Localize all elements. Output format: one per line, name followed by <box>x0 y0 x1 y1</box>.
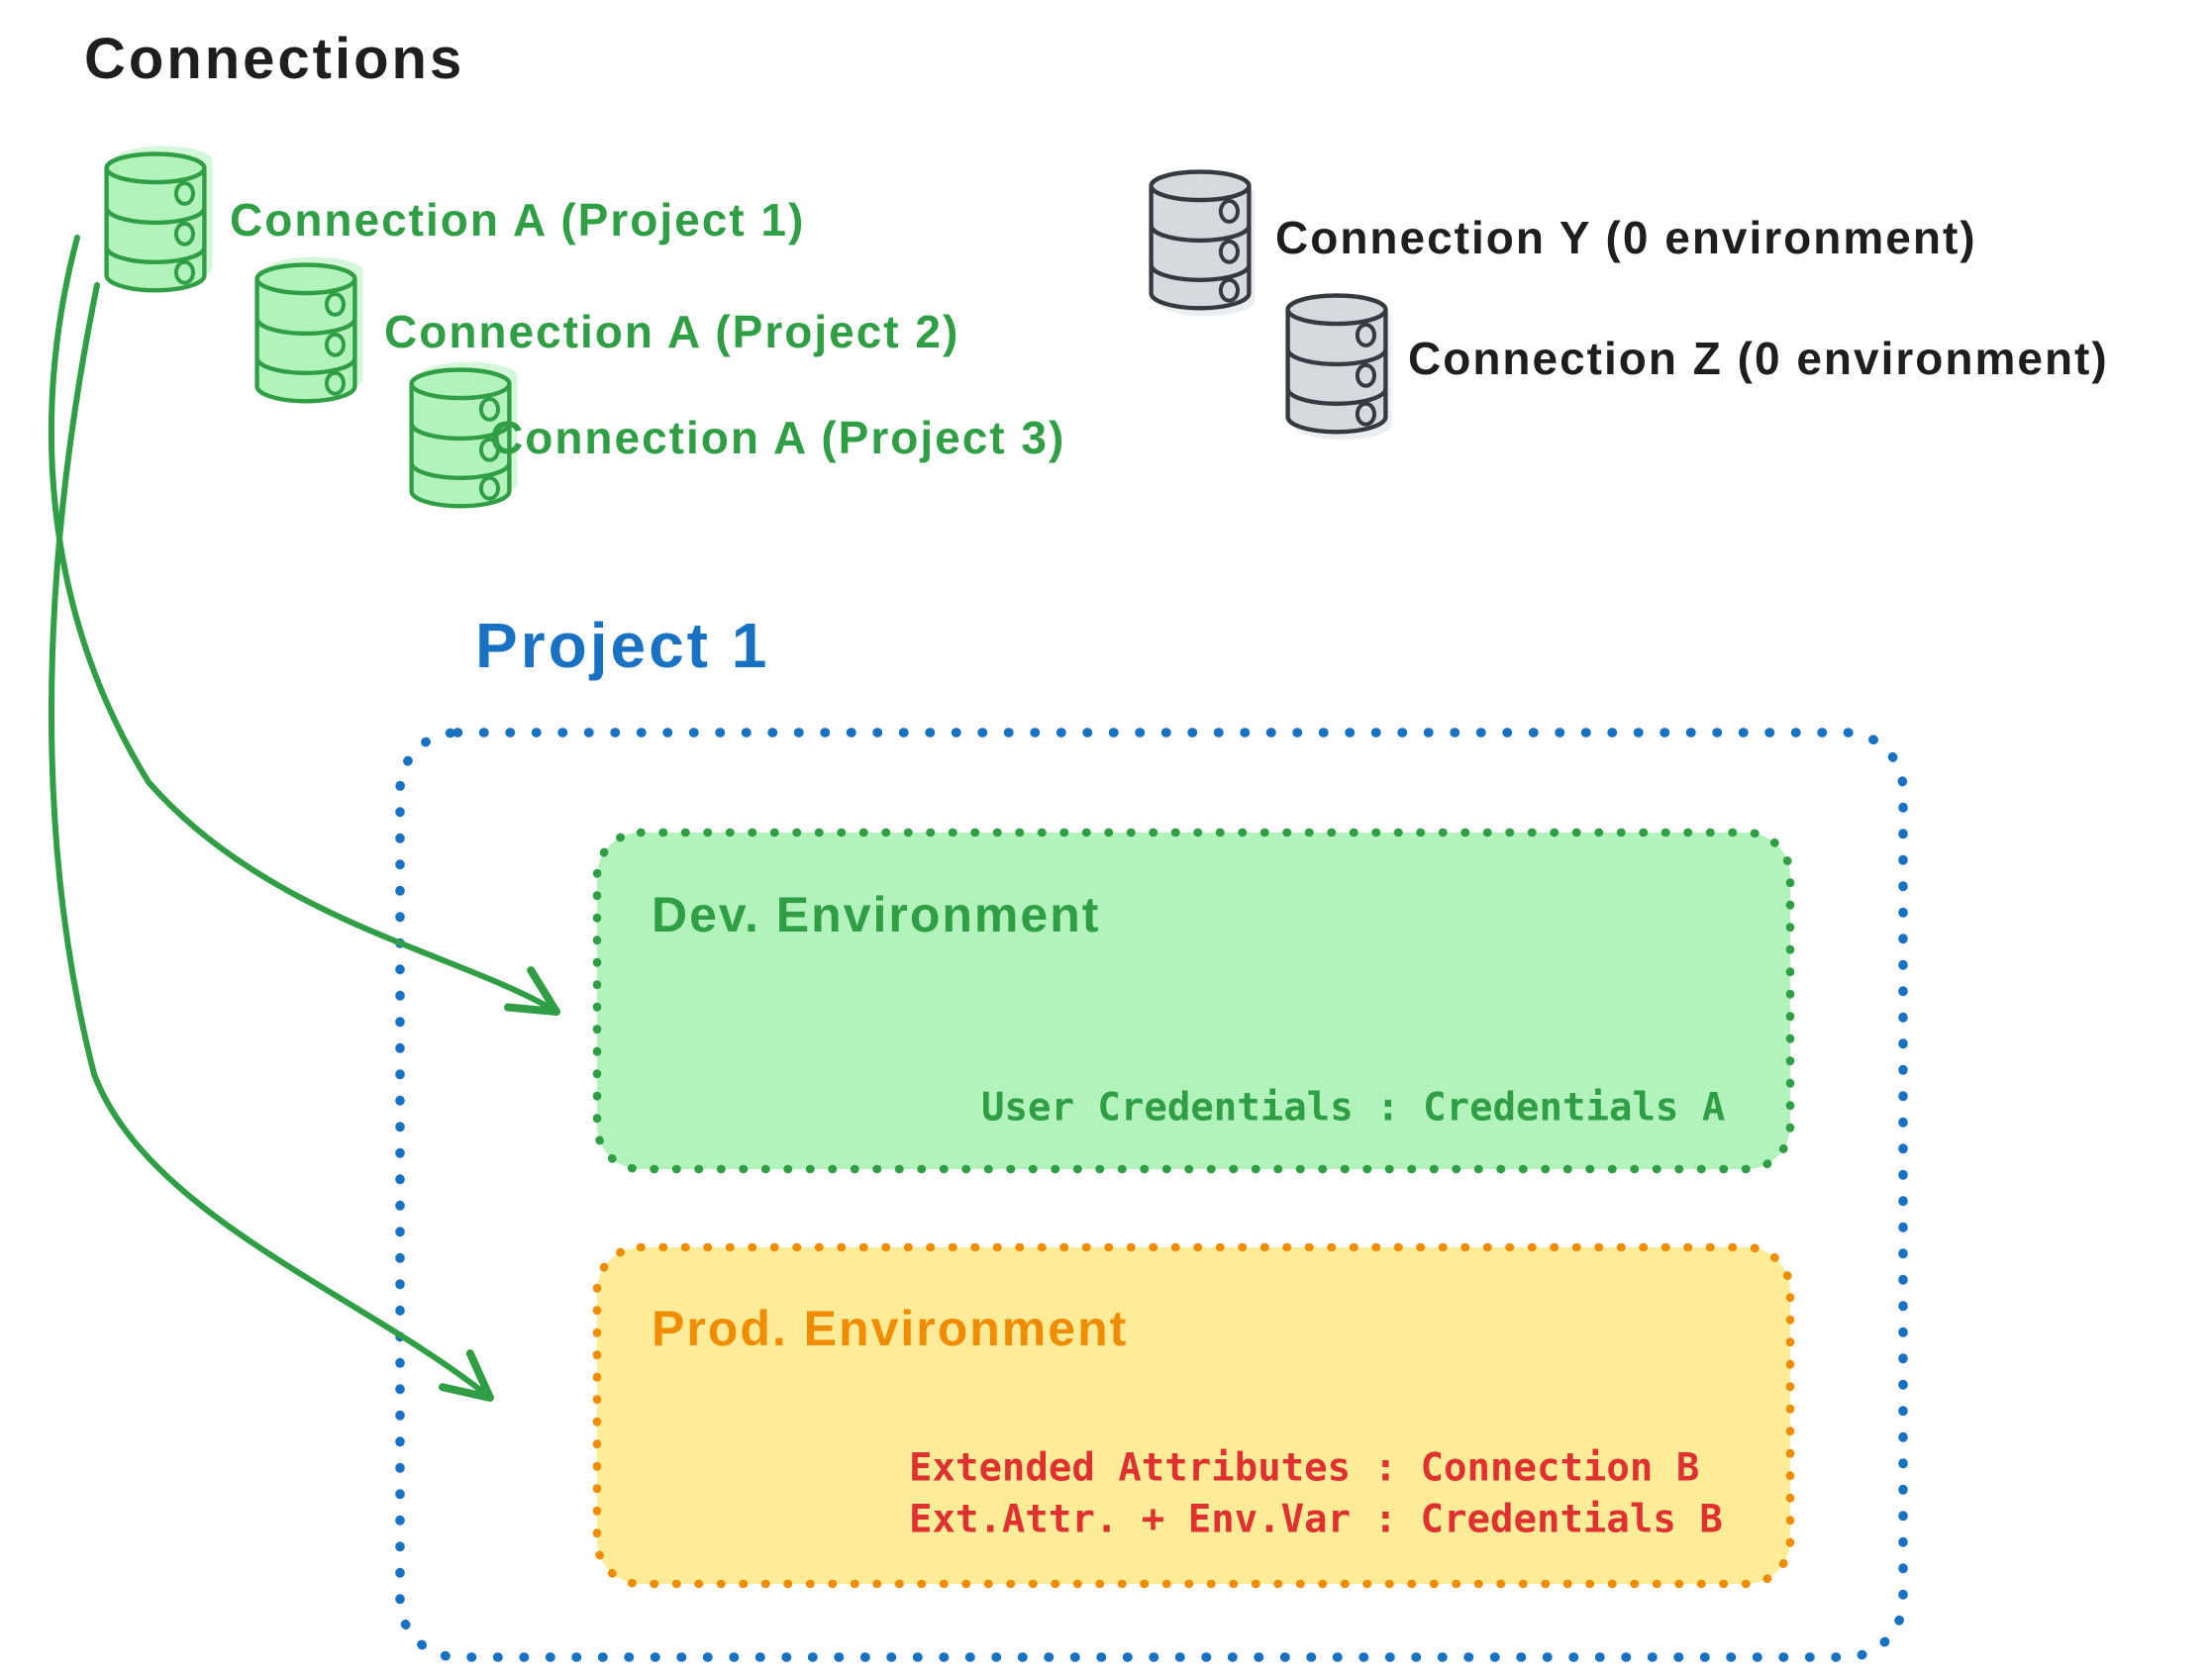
prod-environment-box <box>592 1242 1795 1589</box>
prod-mapping-line-1: Extended Attributes : Connection B <box>909 1445 1700 1491</box>
prod-environment-title: Prod. Environment <box>652 1301 1129 1356</box>
prod-mapping-line-2: Ext.Attr. + Env.Var : Credentials B <box>909 1497 1723 1542</box>
connection-a-project-3-label: Connection A (Project 3) <box>490 412 1066 463</box>
page-title: Connections <box>84 27 465 91</box>
arrow-connection-a-to-prod <box>49 282 494 1402</box>
connection-a-project-1-label: Connection A (Project 1) <box>230 194 806 246</box>
database-icon-connection-a-project-1 <box>106 146 213 291</box>
connection-y-label: Connection Y (0 environment) <box>1275 212 1977 263</box>
database-icon-connection-z <box>1287 295 1392 441</box>
project-1-title: Project 1 <box>475 610 770 681</box>
dev-credentials-mapping: User Credentials : Credentials A <box>981 1085 1726 1131</box>
project-1-container-box <box>395 728 1908 1662</box>
database-icon-connection-y <box>1151 171 1256 317</box>
connection-z-label: Connection Z (0 environment) <box>1408 333 2109 384</box>
dev-environment-title: Dev. Environment <box>652 887 1101 942</box>
connection-a-project-2-label: Connection A (Project 2) <box>384 306 960 357</box>
dev-environment-box <box>592 828 1795 1174</box>
database-icon-connection-a-project-2 <box>256 256 363 402</box>
arrow-connection-a-to-dev <box>48 235 560 1016</box>
